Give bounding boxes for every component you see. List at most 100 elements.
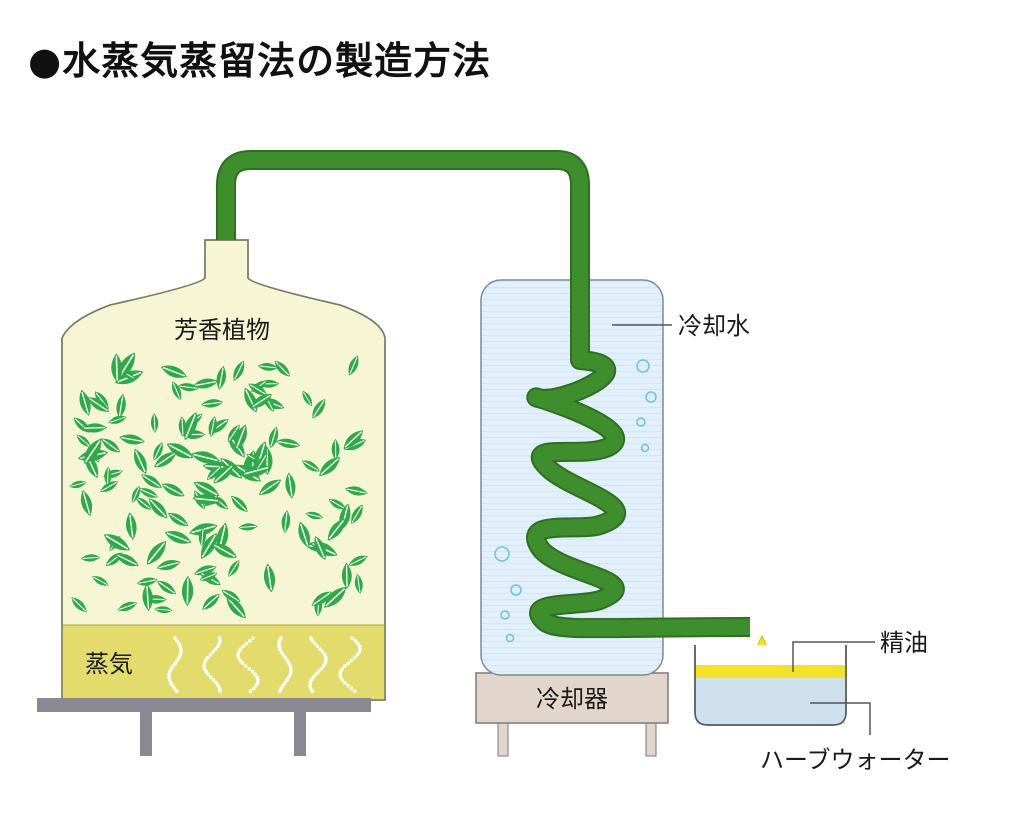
steam-dot	[216, 683, 220, 688]
leaf-icon	[76, 434, 91, 448]
leaf-icon	[311, 591, 332, 606]
steam-dot	[289, 669, 293, 674]
steam-dot	[208, 653, 212, 657]
leaf-icon	[285, 472, 296, 499]
page-title: ●水蒸気蒸留法の製造方法	[28, 39, 492, 83]
cooling-water-label: 冷却水	[678, 312, 750, 340]
plants-label: 芳香植物	[174, 316, 270, 344]
steam-dot	[251, 686, 256, 691]
leaf-icon	[331, 438, 340, 460]
leaf-icon	[192, 494, 221, 505]
steam-dot	[315, 644, 320, 649]
steam-dot	[171, 664, 175, 668]
leaf-icon	[231, 495, 248, 512]
steam-dot	[350, 636, 355, 640]
steam-dot	[358, 647, 362, 651]
leaf-icon	[153, 442, 163, 461]
leaf-icon	[208, 416, 217, 438]
steam-dot	[218, 639, 222, 643]
leaf-icon	[276, 438, 301, 449]
steam-dot	[204, 669, 208, 674]
steam-dot	[308, 683, 312, 688]
leaf-icon	[256, 453, 267, 471]
leaf-icon	[190, 451, 221, 464]
steam-dot	[340, 667, 345, 671]
condenser-leg-right	[645, 721, 657, 757]
leaf-icon	[142, 583, 153, 612]
heating-plate	[37, 698, 371, 712]
leaf-icon	[193, 378, 219, 389]
leaf-icon	[319, 457, 341, 476]
steam-dot	[168, 669, 172, 674]
steam-dot	[279, 636, 283, 640]
leaf-icon	[281, 510, 291, 533]
steam-dot	[346, 683, 350, 688]
steam-dot	[277, 644, 282, 649]
steam-dot	[313, 641, 317, 646]
steam-dot	[283, 681, 287, 685]
vessel-leg-left	[140, 712, 152, 756]
leaf-icon	[201, 399, 224, 408]
steam-dot	[251, 636, 255, 640]
steam-dot	[321, 664, 326, 668]
steam-dot	[278, 689, 282, 693]
leaf-icon	[118, 352, 135, 379]
steam-dot	[167, 675, 171, 679]
leaves-group	[69, 352, 368, 619]
herb-water-label: ハーブウォーター	[760, 746, 951, 774]
leaf-icon	[345, 486, 368, 496]
steam-dot	[244, 641, 249, 646]
leaf-icon	[183, 412, 198, 441]
steam-dot	[287, 675, 291, 679]
steam-dot	[206, 672, 210, 677]
leaf-icon	[150, 413, 159, 433]
leaf-icon	[79, 389, 91, 416]
bubble-icon	[636, 417, 646, 427]
leaf-icon	[103, 534, 131, 551]
steam-dot	[211, 678, 216, 682]
leaf-icon	[268, 426, 279, 449]
leaf-icon	[117, 601, 138, 612]
steam-dot	[356, 641, 360, 646]
steam-pipe	[216, 150, 751, 639]
steam-dot	[346, 661, 351, 665]
steam-dot	[283, 655, 288, 660]
leaf-icon	[233, 360, 245, 382]
leaf-icon	[226, 596, 246, 619]
leaf-icon	[116, 393, 126, 419]
steam-dot	[169, 667, 174, 671]
steam-dot	[278, 647, 282, 651]
leaf-icon	[156, 560, 181, 571]
steam-dot	[177, 655, 181, 660]
steam-dot	[178, 644, 182, 649]
leaf-icon	[341, 562, 352, 589]
steam-dot	[255, 675, 259, 679]
steam-dot	[310, 689, 315, 693]
leaf-icon	[80, 554, 101, 562]
steam-dot	[281, 653, 286, 657]
steam-dot	[340, 678, 345, 682]
leaf-icon	[221, 590, 241, 603]
condenser-label: 冷却器	[536, 685, 608, 713]
steam-dot	[279, 650, 284, 654]
leaf-icon	[314, 536, 327, 561]
steam-dot	[338, 669, 343, 674]
leaf-icon	[216, 365, 227, 390]
bubble-icon	[505, 633, 515, 643]
steam-dot	[217, 686, 222, 691]
leaf-icon	[138, 488, 158, 498]
steam-dot	[175, 639, 179, 643]
steam-dot	[308, 686, 313, 691]
steam-dot	[254, 683, 258, 688]
steam-dot	[314, 672, 318, 677]
steam-dot	[322, 653, 327, 657]
leaf-icon	[228, 560, 240, 577]
leaf-icon	[115, 553, 139, 567]
steam-dot	[236, 650, 241, 654]
steam-dot	[236, 653, 240, 657]
steam-dot	[236, 655, 241, 660]
bubble-icon	[636, 359, 650, 373]
leaf-icon	[154, 606, 173, 614]
steam-dot	[202, 667, 207, 671]
leaf-icon	[108, 415, 127, 424]
